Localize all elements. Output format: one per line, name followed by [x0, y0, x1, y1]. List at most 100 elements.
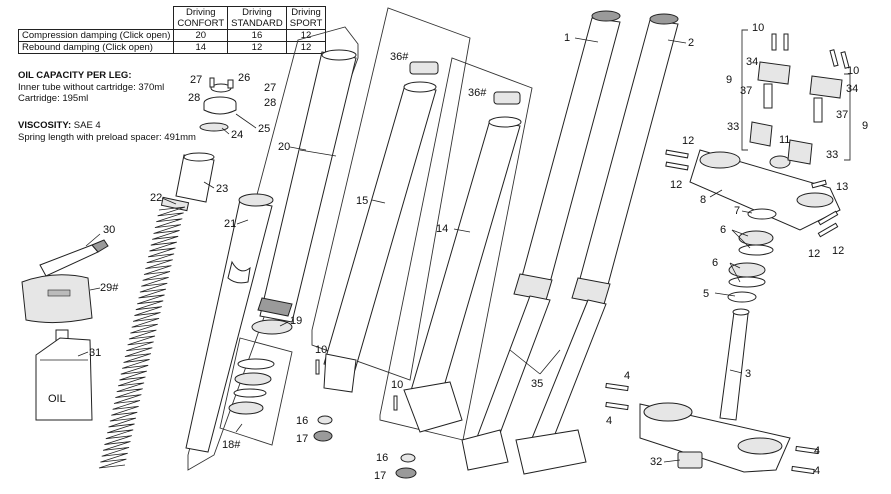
label-part-13: 13	[836, 181, 848, 193]
label-part-23: 23	[216, 183, 228, 195]
label-part-4: 4	[606, 415, 612, 427]
label-part-35: 35	[531, 378, 543, 390]
label-part-36: 36#	[468, 87, 487, 99]
label-part-21: 21	[224, 218, 236, 230]
inner-tube-left	[323, 61, 439, 393]
table-cell: 14	[173, 41, 229, 54]
handlebar-clamps	[749, 61, 843, 165]
label-part-1: 1	[564, 32, 570, 44]
inner-tube-right	[403, 91, 522, 433]
fork-spring	[98, 196, 190, 469]
label-part-7: 7	[734, 205, 740, 217]
col-header-line1: Driving	[242, 7, 272, 18]
row-label: Rebound damping (Click open)	[17, 41, 175, 54]
adjuster-caps	[313, 415, 417, 479]
label-part-37: 37	[740, 85, 752, 97]
label-part-2: 2	[688, 37, 694, 49]
label-part-31: 31	[89, 347, 101, 359]
table-cell: 12	[285, 41, 327, 54]
label-part-10: 10	[847, 65, 859, 77]
label-part-22: 22	[150, 192, 162, 204]
group-frame-14	[379, 57, 533, 441]
label-part-26: 26	[238, 72, 250, 84]
preload-spacer	[175, 152, 215, 203]
label-part-5: 5	[703, 288, 709, 300]
label-part-28: 28	[264, 97, 276, 109]
leader-lines	[77, 37, 753, 463]
oil-capacity-block: OIL CAPACITY PER LEG: Inner tube without…	[18, 70, 164, 105]
part-labels: 1 2 3 4 4 4 4 5 6 6 7 8 9 9 10 10 10 10 …	[89, 22, 868, 482]
col-header-line1: Driving	[291, 7, 321, 18]
label-part-15: 15	[356, 195, 368, 207]
label-part-25: 25	[258, 123, 270, 135]
label-part-29: 29#	[100, 282, 119, 294]
label-part-9: 9	[726, 74, 732, 86]
label-part-36: 36#	[390, 51, 409, 63]
cartridge-outer-tube	[257, 49, 357, 323]
label-part-11: 11	[779, 134, 790, 146]
col-header-line2: SPORT	[289, 18, 323, 29]
label-part-18: 18#	[222, 439, 241, 451]
upper-triple-clamp	[689, 149, 841, 231]
label-part-37: 37	[836, 109, 848, 121]
label-part-16: 16	[296, 415, 308, 427]
label-part-33: 33	[826, 149, 838, 161]
bracket-9-left	[741, 29, 748, 151]
fork-cap-assembly	[199, 77, 237, 132]
col-header-line2: CONFORT	[177, 18, 225, 29]
oil-bottle-label: OIL	[48, 393, 66, 405]
label-part-10: 10	[752, 22, 764, 34]
label-part-12: 12	[808, 248, 820, 260]
label-part-24: 24	[231, 129, 243, 141]
viscosity-block: VISCOSITY: SAE 4 Spring length with prel…	[18, 120, 196, 143]
table-cell: 12	[227, 41, 287, 54]
damper-cartridge	[185, 193, 274, 453]
viscosity-label: VISCOSITY:	[18, 120, 72, 131]
group-frame-15	[311, 7, 471, 381]
label-part-6: 6	[720, 224, 726, 236]
oil-inner-tube-text: Inner tube without cartridge: 370ml	[18, 81, 165, 93]
steering-bearings	[727, 208, 777, 303]
col-header-line1: Driving	[185, 7, 216, 18]
label-part-34: 34	[746, 56, 758, 68]
label-part-3: 3	[745, 368, 751, 380]
label-part-8: 8	[700, 194, 706, 206]
col-header-line2: STANDARD	[231, 18, 283, 29]
label-part-6: 6	[712, 257, 718, 269]
label-part-30: 30	[103, 224, 115, 236]
lower-triple-clamp	[639, 308, 791, 473]
label-part-4: 4	[814, 465, 820, 477]
label-part-27: 27	[190, 74, 202, 86]
label-part-32: 32	[650, 456, 662, 468]
label-part-12: 12	[832, 245, 844, 257]
viscosity-value: SAE 4	[73, 120, 101, 131]
spring-length-text: Spring length with preload spacer: 491mm	[18, 131, 196, 143]
bolts	[315, 33, 850, 475]
label-part-12: 12	[682, 135, 694, 147]
oil-bottle	[35, 329, 93, 421]
label-part-4: 4	[624, 370, 630, 382]
bracket-9-right	[844, 73, 851, 161]
label-part-10: 10	[315, 344, 327, 356]
seal-kit	[228, 319, 293, 415]
label-part-10: 10	[391, 379, 403, 391]
fork-leg-left	[461, 10, 621, 471]
label-part-14: 14	[436, 223, 448, 235]
label-part-28: 28	[188, 92, 200, 104]
label-part-33: 33	[727, 121, 739, 133]
label-part-4: 4	[814, 445, 820, 457]
table-row-rebound: Rebound damping (Click open) 14 12 12	[17, 41, 327, 54]
label-part-17: 17	[296, 433, 308, 445]
oil-cartridge-text: Cartridge: 195ml	[18, 93, 89, 104]
label-part-17: 17	[374, 470, 386, 482]
grease-bag	[21, 274, 93, 324]
grease-tube	[39, 239, 109, 277]
label-part-27: 27	[264, 82, 276, 94]
